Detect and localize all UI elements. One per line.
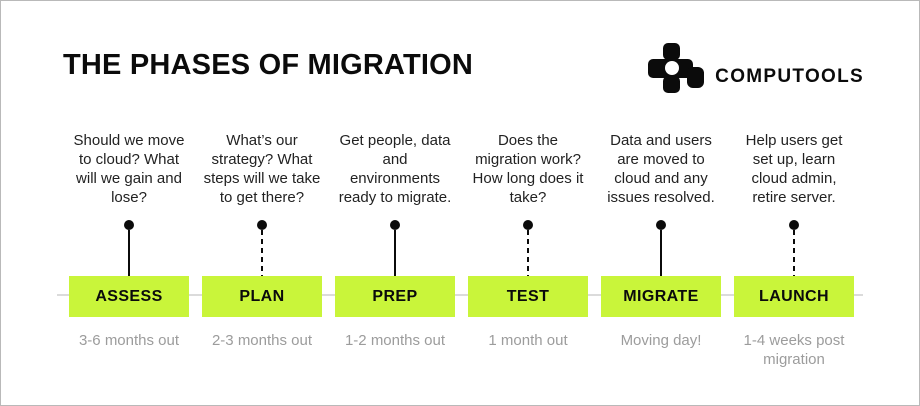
phase-timing: 1 month out xyxy=(488,332,568,349)
phase-description: Does the migration work? How long does i… xyxy=(472,132,584,206)
brand-name: COMPUTOOLS xyxy=(715,66,864,87)
phase-label-box: MIGRATE xyxy=(601,276,721,317)
milestone-dot xyxy=(257,220,267,230)
computools-pixel-mark-icon xyxy=(648,43,705,93)
timeline-axis xyxy=(57,294,863,296)
phase-label: PLAN xyxy=(239,287,285,305)
phase-description: What’s our strategy? What steps will we … xyxy=(203,132,321,206)
milestone-dot xyxy=(789,220,799,230)
phase-label-box: PLAN xyxy=(202,276,322,317)
phase-label: ASSESS xyxy=(95,287,163,305)
milestone-dot xyxy=(656,220,666,230)
phase-timing: 1-4 weeks post migration xyxy=(743,332,845,368)
connector-line xyxy=(659,230,663,276)
connector-line xyxy=(792,230,796,276)
phase-timing: Moving day! xyxy=(620,332,702,349)
connector-line xyxy=(260,230,264,276)
phase-label-box: ASSESS xyxy=(69,276,189,317)
milestone-dot xyxy=(390,220,400,230)
phase-launch: Help users get set up, learn cloud admin… xyxy=(734,131,854,369)
milestone-dot xyxy=(523,220,533,230)
phase-description: Should we move to cloud? What will we ga… xyxy=(73,132,185,206)
brand-logo: COMPUTOOLS xyxy=(648,43,864,95)
phase-assess: Should we move to cloud? What will we ga… xyxy=(69,131,189,369)
phase-label-box: PREP xyxy=(335,276,455,317)
phase-label: TEST xyxy=(506,287,550,305)
phase-label-box: TEST xyxy=(468,276,588,317)
phase-timing: 1-2 months out xyxy=(344,332,446,349)
phase-migrate: Data and users are moved to cloud and an… xyxy=(601,131,721,369)
phase-test: Does the migration work? How long does i… xyxy=(468,131,588,369)
phase-description: Get people, data and environments ready … xyxy=(338,132,452,206)
page-title: THE PHASES OF MIGRATION xyxy=(63,49,474,81)
milestone-dot xyxy=(124,220,134,230)
phase-label: MIGRATE xyxy=(623,287,699,305)
phases-row: Should we move to cloud? What will we ga… xyxy=(69,131,854,369)
phase-label-box: LAUNCH xyxy=(734,276,854,317)
phase-description: Data and users are moved to cloud and an… xyxy=(607,132,715,206)
connector-line xyxy=(526,230,530,276)
phase-label: PREP xyxy=(372,287,418,305)
connector-line xyxy=(127,230,131,276)
phase-label: LAUNCH xyxy=(759,287,829,305)
phase-prep: Get people, data and environments ready … xyxy=(335,131,455,369)
connector-line xyxy=(393,230,397,276)
phase-timing: 2-3 months out xyxy=(211,332,313,349)
phase-description: Help users get set up, learn cloud admin… xyxy=(745,132,843,206)
phase-plan: What’s our strategy? What steps will we … xyxy=(202,131,322,369)
phase-timing: 3-6 months out xyxy=(78,332,180,349)
